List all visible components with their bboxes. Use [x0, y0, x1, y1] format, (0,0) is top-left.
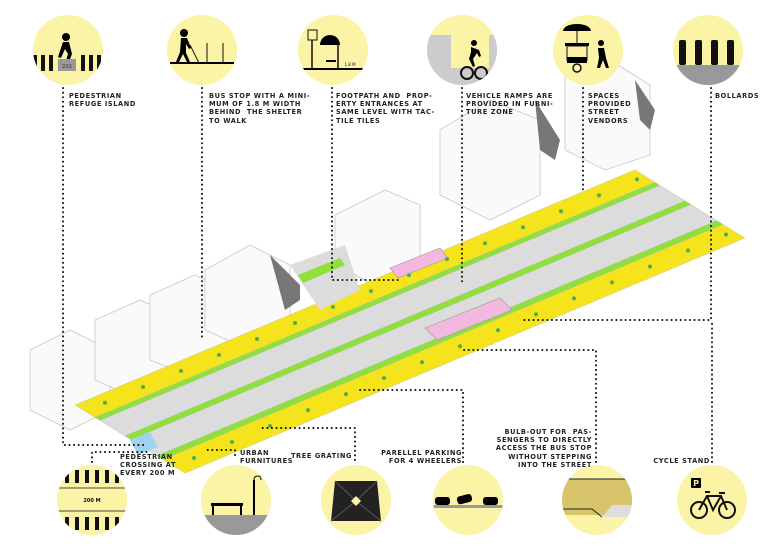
building [439, 99, 541, 221]
tree [648, 264, 652, 269]
label-refuge-island: PEDESTRIAN REFUGE ISLAND [69, 92, 136, 109]
tree [344, 392, 348, 397]
label-pedestrian-crossing: PEDESTRIAN CROSSING AT EVERY 200 M [120, 453, 177, 478]
leader-bulb-out [459, 349, 597, 463]
cyclist-ramp-icon [427, 15, 497, 85]
label-footpath: FOOTPATH AND PROP- ERTY ENTRANCES AT SAM… [336, 92, 435, 125]
tree [103, 400, 107, 405]
tree [369, 289, 373, 294]
tree [306, 408, 310, 413]
tree [483, 241, 487, 246]
tree [686, 248, 690, 253]
svg-text:1.8 M: 1.8 M [344, 62, 356, 67]
svg-text:200 M: 200 M [83, 498, 100, 504]
leader-lines [62, 87, 713, 463]
tree [724, 232, 728, 237]
leader-refuge-island [62, 87, 146, 446]
tree [445, 257, 449, 262]
bollards-icon [673, 15, 743, 85]
leader-bollards [519, 87, 712, 321]
crosswalk-distance-icon: 200 M [57, 465, 127, 535]
label-bus-stop: BUS STOP WITH A MINI- MUM OF 1.8 M WIDTH… [209, 92, 311, 125]
bus-shelter-icon: 1.8 M [298, 15, 368, 85]
tree [496, 328, 500, 333]
leader-footpath [331, 87, 401, 281]
pedestrian-refuge-icon: 2X2 [33, 15, 103, 85]
building-shadow [635, 80, 655, 130]
parallel-parking-icon [433, 465, 503, 535]
tree [534, 312, 538, 317]
tree [458, 344, 462, 349]
tree [255, 336, 259, 341]
label-urban-furnitures: URBAN FURNITURES [240, 449, 294, 466]
tree [192, 455, 196, 460]
leader-furniture [204, 449, 236, 456]
street-vendor-icon [553, 15, 623, 85]
tree [331, 305, 335, 310]
label-bollards: BOLLARDS [715, 92, 760, 100]
buildings [29, 59, 655, 431]
tree [179, 368, 183, 373]
tree [382, 376, 386, 381]
tree [420, 360, 424, 365]
leader-crossing [91, 451, 151, 463]
tree [217, 352, 221, 357]
label-bulb-out: BULB-OUT FOR PAS- SENGERS TO DIRECTLY AC… [495, 428, 592, 469]
tree [610, 280, 614, 285]
bulb-out-icon [562, 465, 632, 535]
tree [407, 273, 411, 278]
cycle-stand-icon: P [677, 465, 747, 535]
label-vehicle-ramps: VEHICLE RAMPS ARE PROVIDED IN FURNI- TUR… [466, 92, 554, 117]
bus-stop-south [424, 297, 513, 341]
tree [559, 209, 563, 214]
trees [103, 177, 728, 460]
label-parallel-parking: PARELLEL PARKING FOR 4 WHEELERS [381, 449, 462, 466]
leader-parking [359, 389, 464, 463]
tree [293, 321, 297, 325]
svg-text:P: P [693, 479, 699, 488]
bench-lamp-icon [201, 465, 271, 535]
walking-with-cane-icon [167, 15, 237, 85]
tree [141, 384, 145, 389]
tree [268, 424, 272, 429]
leader-tree-grating [259, 427, 356, 461]
building-shadow [270, 255, 300, 310]
svg-text:2X2: 2X2 [62, 64, 72, 70]
tree [230, 440, 234, 445]
tree [521, 225, 525, 230]
tree [597, 193, 601, 198]
label-vendors: SPACES PROVIDED STREET VENDORS [588, 92, 632, 125]
label-cycle-stand: CYCLE STAND [653, 457, 710, 465]
building-shadow [535, 100, 560, 160]
tree-grate-icon [321, 465, 391, 535]
label-tree-grating: TREE GRATING [290, 452, 352, 460]
pedestrian-crossing-marker [130, 432, 158, 455]
tree [635, 177, 639, 182]
cross-street [290, 245, 360, 310]
tree [572, 296, 576, 301]
